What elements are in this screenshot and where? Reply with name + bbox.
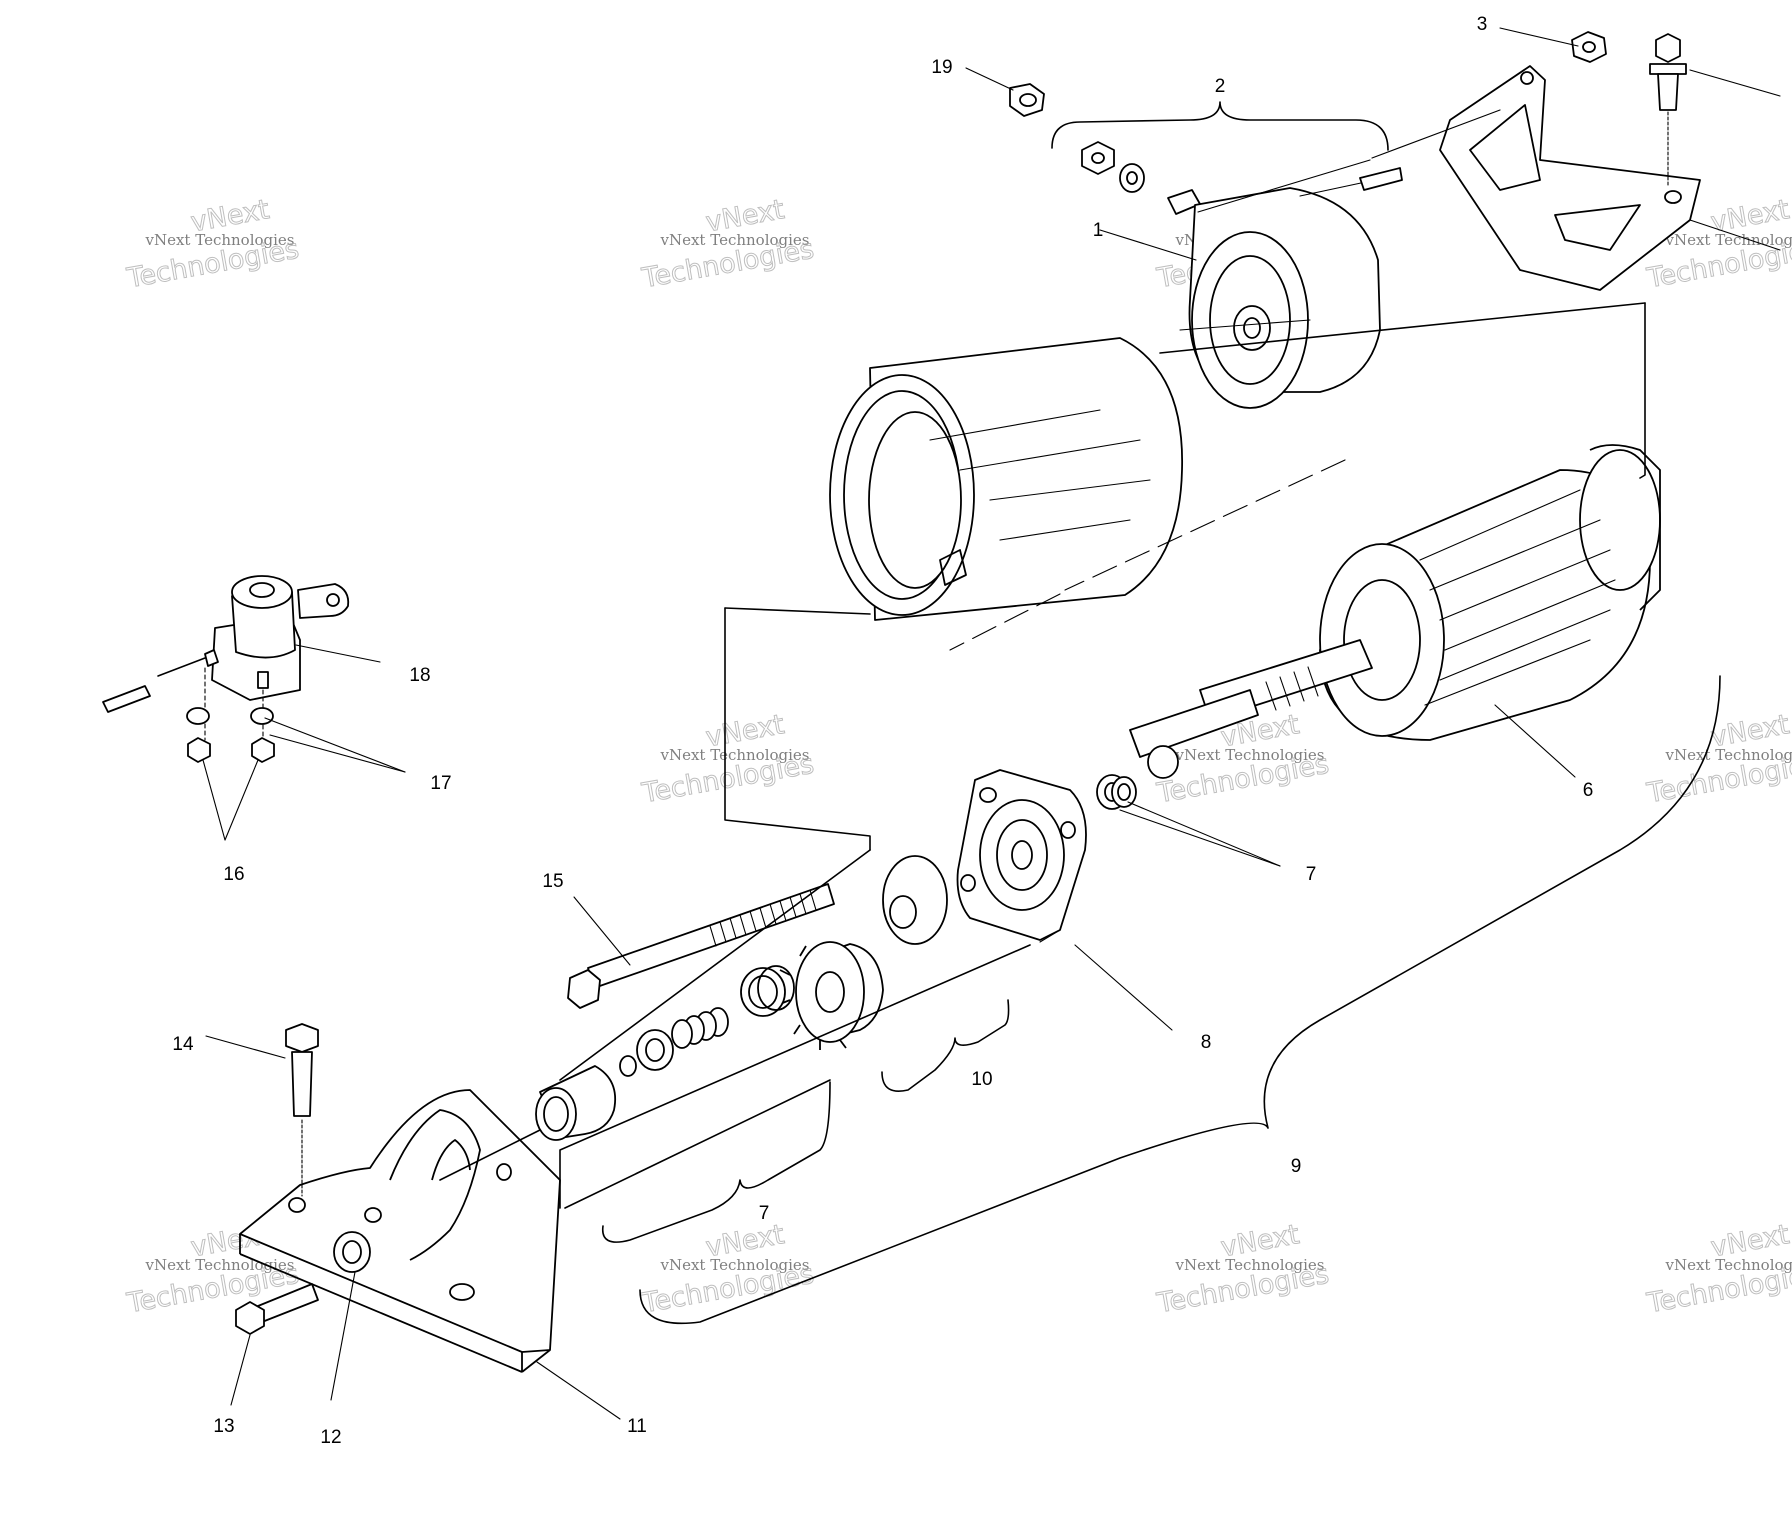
watermark-line2: vNext Technologies xyxy=(659,1256,809,1274)
mount-bolt xyxy=(1649,33,1687,187)
part-14-bolt xyxy=(285,1023,319,1197)
part-11-mount-bracket xyxy=(239,1089,561,1373)
assembly-lines xyxy=(439,109,1646,1209)
part-label-12: 12 xyxy=(320,1427,341,1448)
part-label-17: 17 xyxy=(430,773,451,794)
part-label-1: 1 xyxy=(1093,220,1104,241)
part-label-16: 16 xyxy=(223,864,244,885)
part-label-8: 8 xyxy=(1201,1032,1212,1053)
bolt-threads xyxy=(709,889,817,947)
part-label-18: 18 xyxy=(409,665,430,686)
part-8-drive-end-plate xyxy=(956,769,1087,943)
part-1-end-frame xyxy=(1188,167,1403,409)
part-label-9: 9 xyxy=(1291,1156,1302,1177)
part-label-3: 3 xyxy=(1477,14,1488,35)
part-label-7b: 7 xyxy=(759,1203,770,1224)
part-label-19: 19 xyxy=(931,57,952,78)
field-housing xyxy=(829,337,1183,621)
bracket-braces xyxy=(601,101,1721,1325)
part-label-7a: 7 xyxy=(1306,864,1317,885)
watermark-line2: vNext Technologies xyxy=(144,231,294,249)
part-19-nut xyxy=(1009,83,1045,117)
part-10-pinion xyxy=(779,941,884,1050)
part-3-mount-bracket xyxy=(1439,31,1701,291)
watermark-line2: vNext Technologies xyxy=(1664,1256,1792,1274)
part-label-11: 11 xyxy=(627,1416,647,1437)
part-label-2: 2 xyxy=(1215,76,1226,97)
watermark-line2: vNext Technologies xyxy=(659,746,809,764)
part-16-nuts xyxy=(187,737,275,763)
dish-washer xyxy=(882,855,948,945)
part-15-through-bolt xyxy=(567,883,835,1009)
part-18-solenoid xyxy=(102,575,350,753)
part-13-bolt xyxy=(235,1283,319,1335)
part-6-armature xyxy=(1129,444,1661,779)
part-label-10: 10 xyxy=(971,1069,992,1090)
part-label-15: 15 xyxy=(542,871,563,892)
armature-helix xyxy=(1265,666,1319,711)
watermark-line2: vNext Technologies xyxy=(1664,231,1792,249)
watermark-line2: vNext Technologies xyxy=(659,231,809,249)
part-7-lower-parts xyxy=(535,965,795,1141)
armature-bars xyxy=(1419,489,1616,706)
watermark-line2: vNext Technologies xyxy=(1664,746,1792,764)
part-2-hardware xyxy=(1081,141,1201,215)
part-17-lock-washers xyxy=(186,707,274,725)
solenoid-terminals xyxy=(204,649,269,689)
part-7-washers-upper xyxy=(1096,774,1137,810)
pinion-teeth xyxy=(779,945,847,1050)
leader-lines xyxy=(202,27,1781,1420)
part-label-6: 6 xyxy=(1583,780,1594,801)
part-label-14: 14 xyxy=(172,1034,194,1055)
watermark-line2: vNext Technologies xyxy=(1174,1256,1324,1274)
watermark-line2: vNext Technologies xyxy=(1174,746,1324,764)
part-12-washer xyxy=(333,1231,371,1273)
part-label-13: 13 xyxy=(213,1416,234,1437)
